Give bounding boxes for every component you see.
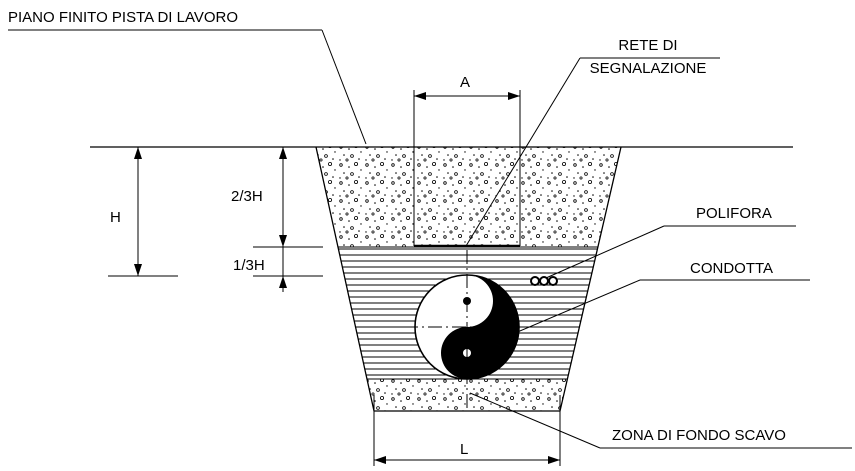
trench-outline bbox=[315, 146, 622, 412]
label-zona-fondo: ZONA DI FONDO SCAVO bbox=[469, 392, 852, 449]
trench-bottom-zone bbox=[316, 379, 621, 411]
dimension-l: L bbox=[373, 395, 561, 466]
rete-line2-text: SEGNALAZIONE bbox=[590, 60, 707, 77]
label-rete-segnalazione: RETE DI SEGNALAZIONE bbox=[465, 37, 720, 247]
dimension-h-label: H bbox=[110, 209, 121, 226]
label-polifora: POLIFORA bbox=[545, 205, 796, 279]
dimension-two-thirds-label: 2/3H bbox=[231, 188, 263, 205]
polifora-ducts bbox=[530, 276, 558, 286]
dimension-thirds: 2/3H 1/3H bbox=[231, 147, 323, 292]
piano-finito-text: PIANO FINITO PISTA DI LAVORO bbox=[8, 9, 238, 26]
zona-fondo-text: ZONA DI FONDO SCAVO bbox=[612, 427, 786, 444]
rete-line1-text: RETE DI bbox=[618, 37, 677, 54]
dimension-l-label: L bbox=[460, 441, 468, 458]
dimension-a-label: A bbox=[460, 74, 470, 91]
polifora-text: POLIFORA bbox=[696, 205, 772, 222]
dimension-h: H bbox=[108, 147, 178, 277]
upper-backfill-zone bbox=[316, 147, 621, 247]
dimension-one-third-label: 1/3H bbox=[233, 257, 265, 274]
condotta-text: CONDOTTA bbox=[690, 260, 773, 277]
label-piano-finito: PIANO FINITO PISTA DI LAVORO bbox=[8, 9, 367, 145]
dimension-a: A bbox=[413, 74, 521, 246]
label-condotta: CONDOTTA bbox=[507, 260, 810, 337]
